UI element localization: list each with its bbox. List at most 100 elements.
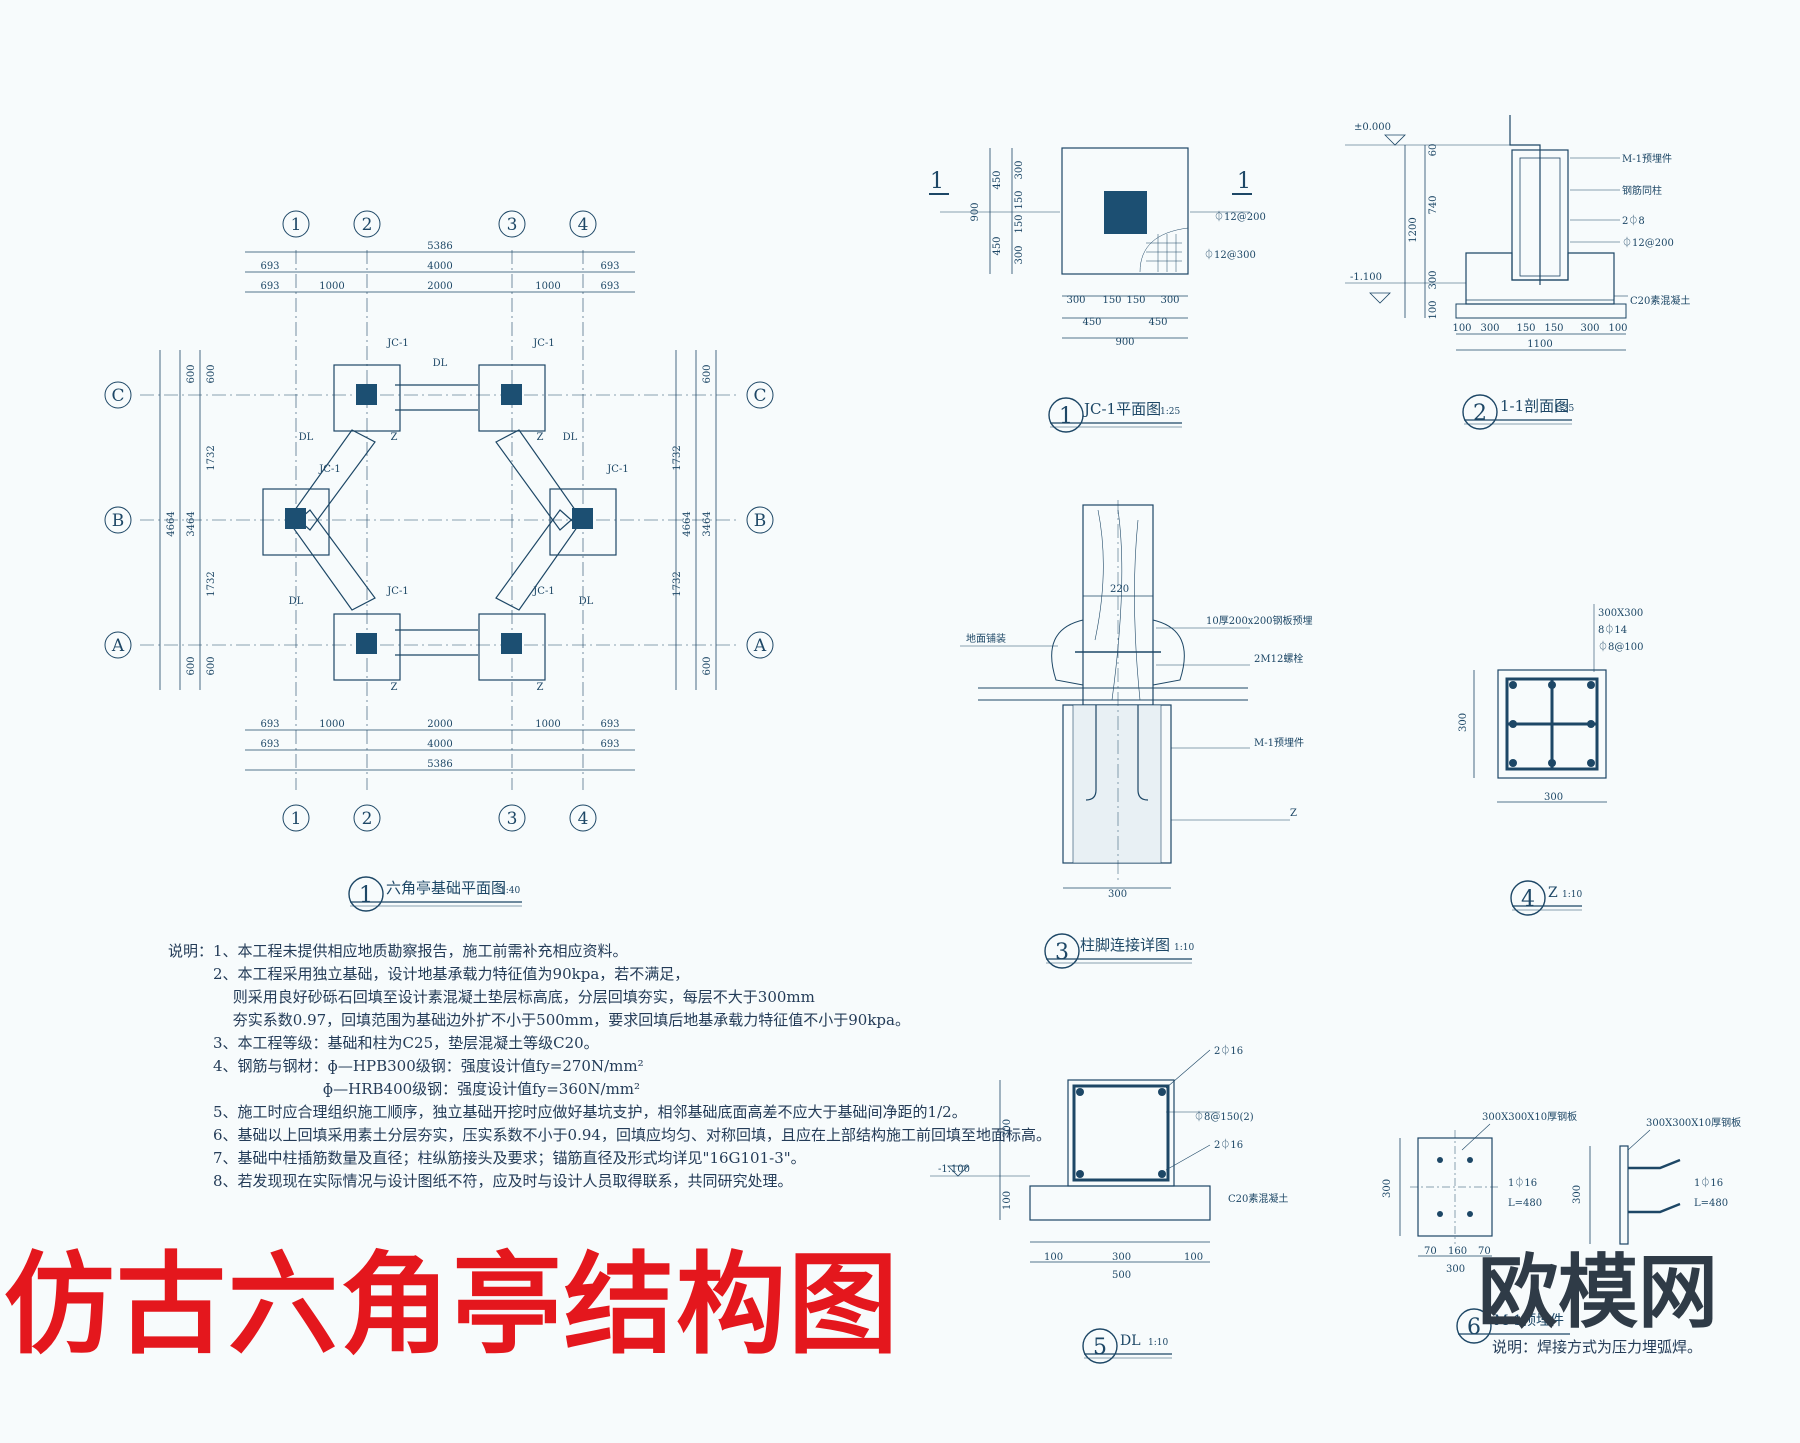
jc-label: JC-1 bbox=[318, 464, 340, 475]
dim-text: 70 bbox=[1478, 1246, 1491, 1257]
axis-label: C bbox=[753, 386, 766, 406]
dim-text: 300 bbox=[1382, 1179, 1393, 1198]
dim-text: 300 bbox=[1108, 889, 1127, 900]
col-label: Z bbox=[537, 432, 544, 443]
dim-text: 1100 bbox=[1527, 339, 1552, 350]
drawing-scale: 1:25 bbox=[1160, 407, 1180, 417]
embed-note: L=480 bbox=[1508, 1198, 1542, 1209]
brand-logo: 欧模网 bbox=[1478, 1246, 1718, 1339]
axis-label: 2 bbox=[362, 809, 373, 829]
drawing-number: 3 bbox=[1055, 940, 1069, 965]
beam-label: DL bbox=[563, 432, 578, 443]
col-label: Z bbox=[391, 682, 398, 693]
dim-text: 450 bbox=[992, 236, 1003, 255]
drawing-scale: 1:10 bbox=[1148, 1338, 1168, 1348]
detail-note: 地面铺装 bbox=[966, 632, 1006, 645]
embed-note: 300X300X10厚钢板 bbox=[1646, 1116, 1741, 1129]
dim-text: 600 bbox=[186, 364, 197, 383]
drawing-scale: 1:25 bbox=[1554, 404, 1574, 414]
jc-label: JC-1 bbox=[532, 338, 554, 349]
axis-label: A bbox=[111, 636, 125, 656]
drawing-number: 2 bbox=[1473, 401, 1487, 426]
design-notes: 说明：1、本工程未提供相应地质勘察报告，施工前需补充相应资料。 2、本工程采用独… bbox=[168, 940, 1051, 1193]
embed-note: 300X300X10厚钢板 bbox=[1482, 1110, 1577, 1123]
foundation-plan: 1 2 3 4 1 2 3 4 C B A C B A 5386 693 400… bbox=[104, 210, 774, 912]
dim-text: 450 bbox=[992, 170, 1003, 189]
dim-text: 450 bbox=[1082, 317, 1101, 328]
dim-text: 600 bbox=[206, 364, 217, 383]
section-note: ⏀8@150(2) bbox=[1194, 1110, 1254, 1123]
axis-label: 1 bbox=[291, 809, 302, 829]
embed-note: L=480 bbox=[1694, 1198, 1728, 1209]
embed-m1: 300X300X10厚钢板 300X300X10厚钢板 1⏀16 L=480 1… bbox=[1382, 1110, 1741, 1344]
dim-text: 4000 bbox=[427, 739, 452, 750]
dim-text: 1732 bbox=[672, 445, 683, 470]
section-note: 钢筋同柱 bbox=[1622, 184, 1662, 197]
dim-text: 900 bbox=[1115, 337, 1134, 348]
drawing-title: DL bbox=[1120, 1333, 1141, 1349]
dim-text: 5386 bbox=[427, 759, 452, 770]
axis-label: 4 bbox=[578, 809, 589, 829]
dim-text: 693 bbox=[600, 261, 619, 272]
dim-text: 300 bbox=[1160, 295, 1179, 306]
dim-text: 4664 bbox=[682, 511, 693, 536]
dim-text: 300 bbox=[1014, 160, 1025, 179]
dim-text: 740 bbox=[1428, 195, 1439, 214]
note-line: 7、基础中柱插筋数量及直径；柱纵筋接头及要求；锚筋直径及形式均详见"16G101… bbox=[168, 1149, 806, 1167]
col-label: Z bbox=[391, 432, 398, 443]
dim-text: 3464 bbox=[702, 511, 713, 536]
drawing-title: JC-1平面图 bbox=[1082, 400, 1161, 418]
note-line: 3、本工程等级：基础和柱为C25，垫层混凝土等级C20。 bbox=[168, 1034, 599, 1052]
weld-note: 说明：焊接方式为压力埋弧焊。 bbox=[1492, 1338, 1703, 1356]
dim-text: 150 bbox=[1516, 323, 1535, 334]
dim-text: 500 bbox=[1112, 1270, 1131, 1281]
drawing-title: Z bbox=[1548, 885, 1558, 901]
section-note: ⏀12@200 bbox=[1622, 236, 1674, 249]
dim-text: 693 bbox=[600, 281, 619, 292]
dim-text: 150 bbox=[1014, 214, 1025, 233]
section-note: 2⏀16 bbox=[1214, 1044, 1243, 1057]
section-mark: 1 bbox=[930, 169, 944, 194]
elevation: -1.100 bbox=[1350, 272, 1382, 283]
section-note: 2⏀8 bbox=[1622, 214, 1645, 227]
dim-text: 100 bbox=[1184, 1252, 1203, 1263]
axis-label: 3 bbox=[507, 809, 518, 829]
dim-text: 693 bbox=[260, 261, 279, 272]
dim-text: 150 bbox=[1126, 295, 1145, 306]
drawing-number: 5 bbox=[1093, 1335, 1107, 1360]
dim-text: 1200 bbox=[1408, 217, 1419, 242]
beam-label: DL bbox=[299, 432, 314, 443]
section-note: ⏀8@100 bbox=[1598, 640, 1643, 653]
dim-text: 100 bbox=[1044, 1252, 1063, 1263]
elevation: ±0.000 bbox=[1354, 122, 1391, 133]
dim-text: 693 bbox=[260, 739, 279, 750]
drawing-title: 柱脚连接详图 bbox=[1080, 936, 1170, 954]
jc-label: JC-1 bbox=[532, 586, 554, 597]
rebar-note: ⏀12@300 bbox=[1204, 248, 1256, 261]
dim-text: 300 bbox=[1458, 713, 1469, 732]
dim-text: 160 bbox=[1448, 1246, 1467, 1257]
rebar-note: ⏀12@200 bbox=[1214, 210, 1266, 223]
dim-text: 1732 bbox=[206, 445, 217, 470]
dim-text: 1000 bbox=[535, 281, 560, 292]
big-title: 仿古六角亭结构图 bbox=[4, 1241, 900, 1369]
drawing-number: 4 bbox=[1521, 887, 1535, 912]
note-line: 2、本工程采用独立基础，设计地基承载力特征值为90kpa，若不满足， bbox=[168, 965, 690, 983]
dim-text: 300 bbox=[1002, 1119, 1013, 1138]
dim-text: 600 bbox=[186, 656, 197, 675]
section-note: 300X300 bbox=[1598, 608, 1643, 619]
beam-label: DL bbox=[289, 596, 304, 607]
axis-label: B bbox=[754, 511, 767, 531]
dim-text: 1000 bbox=[319, 719, 344, 730]
axis-label: C bbox=[111, 386, 124, 406]
drawing-title: M-1预埋件 bbox=[1494, 1313, 1564, 1329]
dim-text: 5386 bbox=[427, 241, 452, 252]
section-note: C20素混凝土 bbox=[1630, 294, 1690, 307]
dim-text: 693 bbox=[260, 281, 279, 292]
dim-text: 1000 bbox=[319, 281, 344, 292]
beam-label: DL bbox=[433, 358, 448, 369]
dim-text: 600 bbox=[206, 656, 217, 675]
dim-text: 300 bbox=[1480, 323, 1499, 334]
axis-label: 4 bbox=[578, 215, 589, 235]
dim-text: 300 bbox=[1014, 245, 1025, 264]
